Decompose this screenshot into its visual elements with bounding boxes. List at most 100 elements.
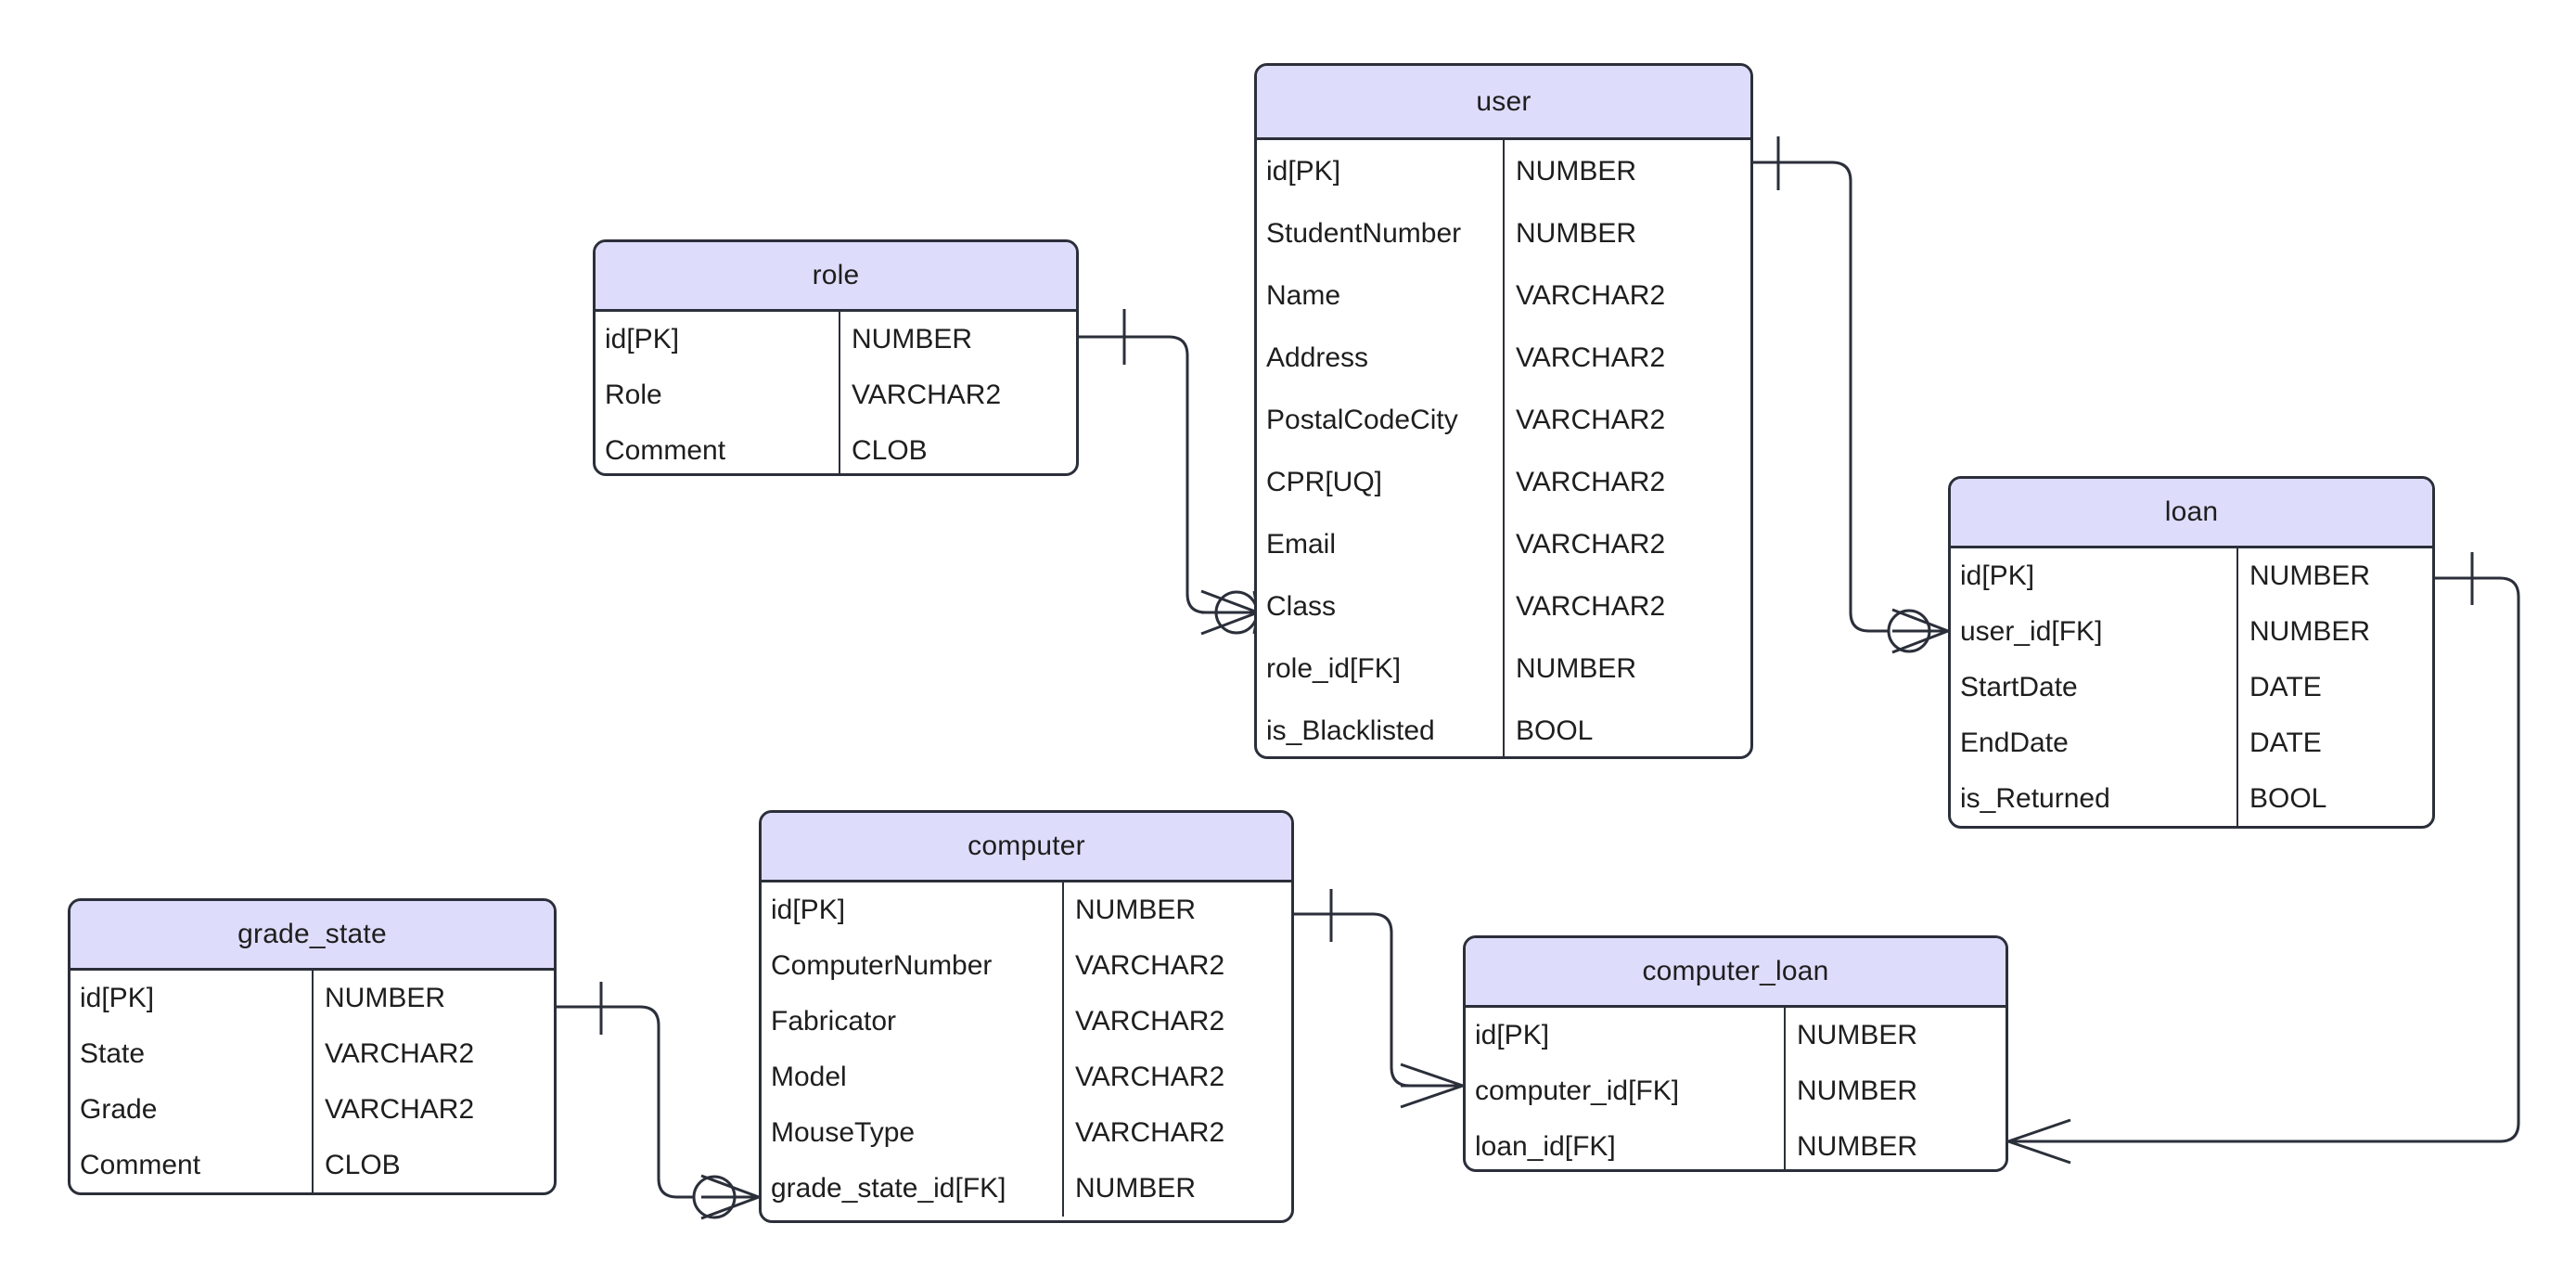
attribute-name: user_id[FK] xyxy=(1960,616,2103,647)
attribute-type: NUMBER xyxy=(1784,1119,2006,1169)
attribute-row[interactable]: id[PK] NUMBER xyxy=(762,882,1291,938)
attribute-name: Fabricator xyxy=(771,1006,897,1037)
attribute-row[interactable]: id[PK] NUMBER xyxy=(596,312,1076,367)
attribute-row[interactable]: is_Returned BOOL xyxy=(1951,771,2432,826)
attribute-type: NUMBER xyxy=(839,312,1076,367)
attribute-name: computer_id[FK] xyxy=(1475,1075,1680,1106)
attribute-row[interactable]: StudentNumber NUMBER xyxy=(1257,202,1750,264)
attribute-type: VARCHAR2 xyxy=(1503,451,1750,513)
attribute-name: Address xyxy=(1266,341,1369,373)
attribute-type: NUMBER xyxy=(1503,202,1750,264)
entity-title-computer: computer xyxy=(762,813,1291,882)
entity-title-role: role xyxy=(596,242,1076,312)
attribute-name: id[PK] xyxy=(1475,1020,1550,1050)
attribute-name: Comment xyxy=(605,435,726,466)
attribute-type: DATE xyxy=(2236,715,2432,771)
attribute-name: id[PK] xyxy=(80,983,155,1013)
attribute-type: VARCHAR2 xyxy=(1062,938,1291,994)
attribute-name: Email xyxy=(1266,528,1337,560)
attribute-name: id[PK] xyxy=(771,895,846,925)
attribute-name: PostalCodeCity xyxy=(1266,404,1458,435)
attribute-name: id[PK] xyxy=(605,324,680,354)
attribute-type: VARCHAR2 xyxy=(1503,389,1750,451)
relationship-computer-computer-loan xyxy=(1294,889,1464,1109)
entity-title-user: user xyxy=(1257,66,1750,140)
attribute-name: is_Blacklisted xyxy=(1266,715,1435,746)
attribute-name: Role xyxy=(605,380,662,410)
attribute-row[interactable]: user_id[FK] NUMBER xyxy=(1951,604,2432,660)
attribute-row[interactable]: loan_id[FK]NUMBER xyxy=(1466,1119,2006,1169)
attribute-type: VARCHAR2 xyxy=(312,1026,554,1082)
attribute-type: NUMBER xyxy=(1503,140,1750,202)
relationship-role-user xyxy=(1079,309,1260,636)
attribute-row[interactable]: id[PK]NUMBER xyxy=(1466,1008,2006,1063)
attribute-row[interactable]: id[PK] NUMBER xyxy=(1257,140,1750,202)
attribute-name: is_Returned xyxy=(1960,783,2110,814)
relationship-grade-state-computer xyxy=(557,982,760,1220)
attribute-type: NUMBER xyxy=(1062,882,1291,938)
attribute-type: NUMBER xyxy=(1784,1063,2006,1119)
attribute-name: Model xyxy=(771,1062,847,1092)
attribute-row[interactable]: EndDate DATE xyxy=(1951,715,2432,771)
attribute-row[interactable]: computer_id[FK] NUMBER xyxy=(1466,1063,2006,1119)
attribute-type: CLOB xyxy=(312,1138,554,1192)
entity-title-loan: loan xyxy=(1951,479,2432,548)
attribute-name: grade_state_id[FK] xyxy=(771,1173,1006,1204)
attribute-type: NUMBER xyxy=(1062,1161,1291,1217)
attribute-name: Name xyxy=(1266,279,1341,311)
attribute-type: NUMBER xyxy=(2236,548,2432,604)
attribute-name: StudentNumber xyxy=(1266,217,1462,249)
attribute-row[interactable]: Name VARCHAR2 xyxy=(1257,264,1750,327)
attribute-row[interactable]: grade_state_id[FK] NUMBER xyxy=(762,1161,1291,1217)
attribute-row[interactable]: Role VARCHAR2 xyxy=(596,367,1076,423)
attribute-name: id[PK] xyxy=(1266,155,1341,187)
attribute-name: EndDate xyxy=(1960,728,2069,758)
attribute-row[interactable]: CPR[UQ] VARCHAR2 xyxy=(1257,451,1750,513)
attribute-row[interactable]: Model VARCHAR2 xyxy=(762,1050,1291,1105)
attribute-row[interactable]: Address VARCHAR2 xyxy=(1257,327,1750,389)
attribute-type: BOOL xyxy=(2236,771,2432,826)
attribute-type: NUMBER xyxy=(2236,604,2432,660)
attribute-row[interactable]: id[PK] NUMBER xyxy=(1951,548,2432,604)
attribute-row[interactable]: PostalCodeCity VARCHAR2 xyxy=(1257,389,1750,451)
attribute-name: Class xyxy=(1266,590,1337,622)
entity-title-computer_loan: computer_loan xyxy=(1466,938,2006,1008)
attribute-row[interactable]: role_id[FK] NUMBER xyxy=(1257,638,1750,700)
attribute-type: VARCHAR2 xyxy=(1062,1050,1291,1105)
attribute-name: CPR[UQ] xyxy=(1266,466,1383,497)
attribute-row[interactable]: id[PK]NUMBER xyxy=(70,971,554,1026)
attribute-type: VARCHAR2 xyxy=(312,1082,554,1138)
attribute-type: VARCHAR2 xyxy=(1503,327,1750,389)
attribute-name: id[PK] xyxy=(1960,560,2035,591)
attribute-type: VARCHAR2 xyxy=(1503,264,1750,327)
attribute-name: role_id[FK] xyxy=(1266,652,1402,684)
attribute-type: DATE xyxy=(2236,660,2432,715)
attribute-name: MouseType xyxy=(771,1117,916,1148)
entity-title-grade_state: grade_state xyxy=(70,901,554,971)
attribute-type: VARCHAR2 xyxy=(839,367,1076,423)
attribute-type: NUMBER xyxy=(1503,638,1750,700)
